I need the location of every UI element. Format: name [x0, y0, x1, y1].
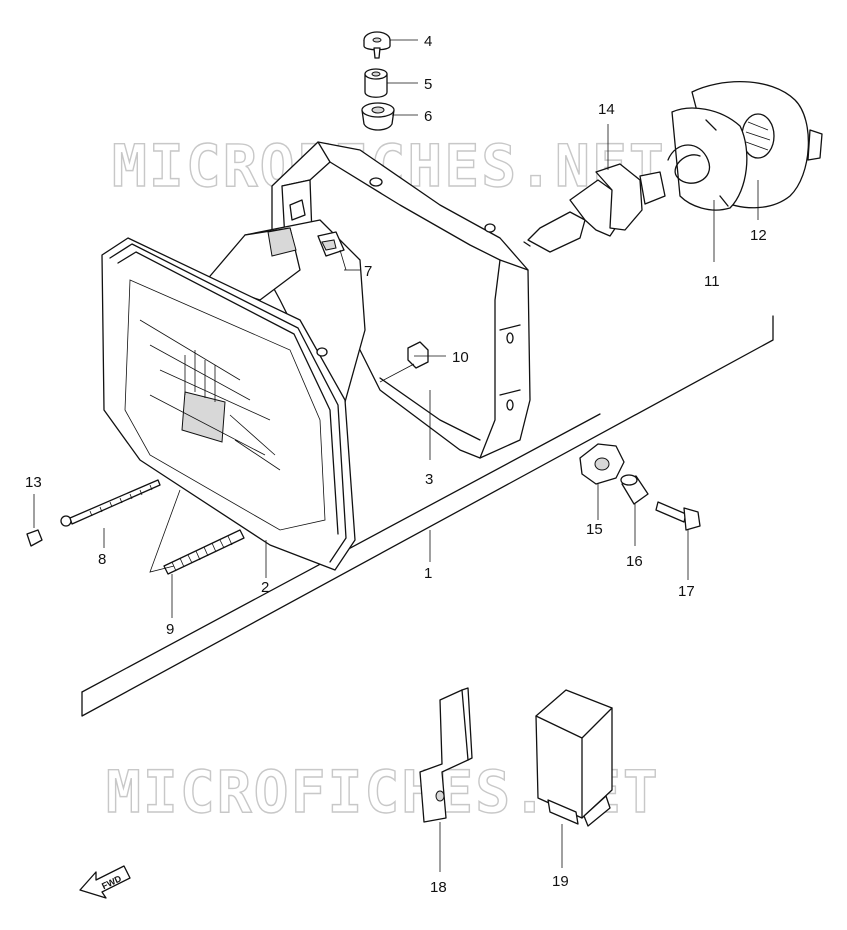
spring-9 [163, 529, 245, 575]
bulb-14 [523, 163, 666, 253]
callout-15: 15 [586, 521, 603, 538]
callout-8: 8 [98, 551, 106, 568]
callout-18: 18 [430, 879, 447, 896]
sealed-beam-unit [101, 219, 366, 571]
fwd-arrow-icon: FWD [79, 865, 131, 899]
clip-nut-7 [317, 231, 345, 257]
adjuster-15 [579, 443, 625, 485]
callout-2: 2 [261, 579, 269, 596]
socket-spring-11 [667, 107, 748, 211]
callout-3: 3 [425, 471, 433, 488]
callout-19: 19 [552, 873, 569, 890]
watermark-top: MICROFICHES.NET [112, 132, 666, 200]
callout-5: 5 [424, 76, 432, 93]
callout-14: 14 [598, 101, 615, 118]
callout-11: 11 [704, 273, 720, 290]
callout-9: 9 [166, 621, 174, 638]
bracket-18 [419, 687, 473, 823]
callout-4: 4 [424, 33, 432, 50]
screw-4 [363, 31, 391, 59]
bolt-17 [655, 501, 701, 531]
callout-7: 7 [364, 263, 372, 280]
collar-16 [620, 474, 649, 505]
callout-12: 12 [750, 227, 767, 244]
callout-1: 1 [424, 565, 432, 582]
callout-13: 13 [25, 474, 42, 491]
callout-17: 17 [678, 583, 695, 600]
screw-8 [60, 479, 161, 527]
leader-lines [33, 39, 759, 872]
callouts: 4 5 6 7 10 14 11 12 3 2 1 8 9 13 15 16 1… [25, 33, 767, 896]
cap-13 [26, 529, 43, 547]
grommet-5 [364, 68, 388, 98]
callout-6: 6 [424, 108, 432, 125]
nut-10 [407, 341, 429, 369]
callout-10: 10 [452, 349, 469, 366]
callout-16: 16 [626, 553, 643, 570]
relay-19 [535, 689, 613, 827]
grommet-6 [361, 102, 395, 131]
